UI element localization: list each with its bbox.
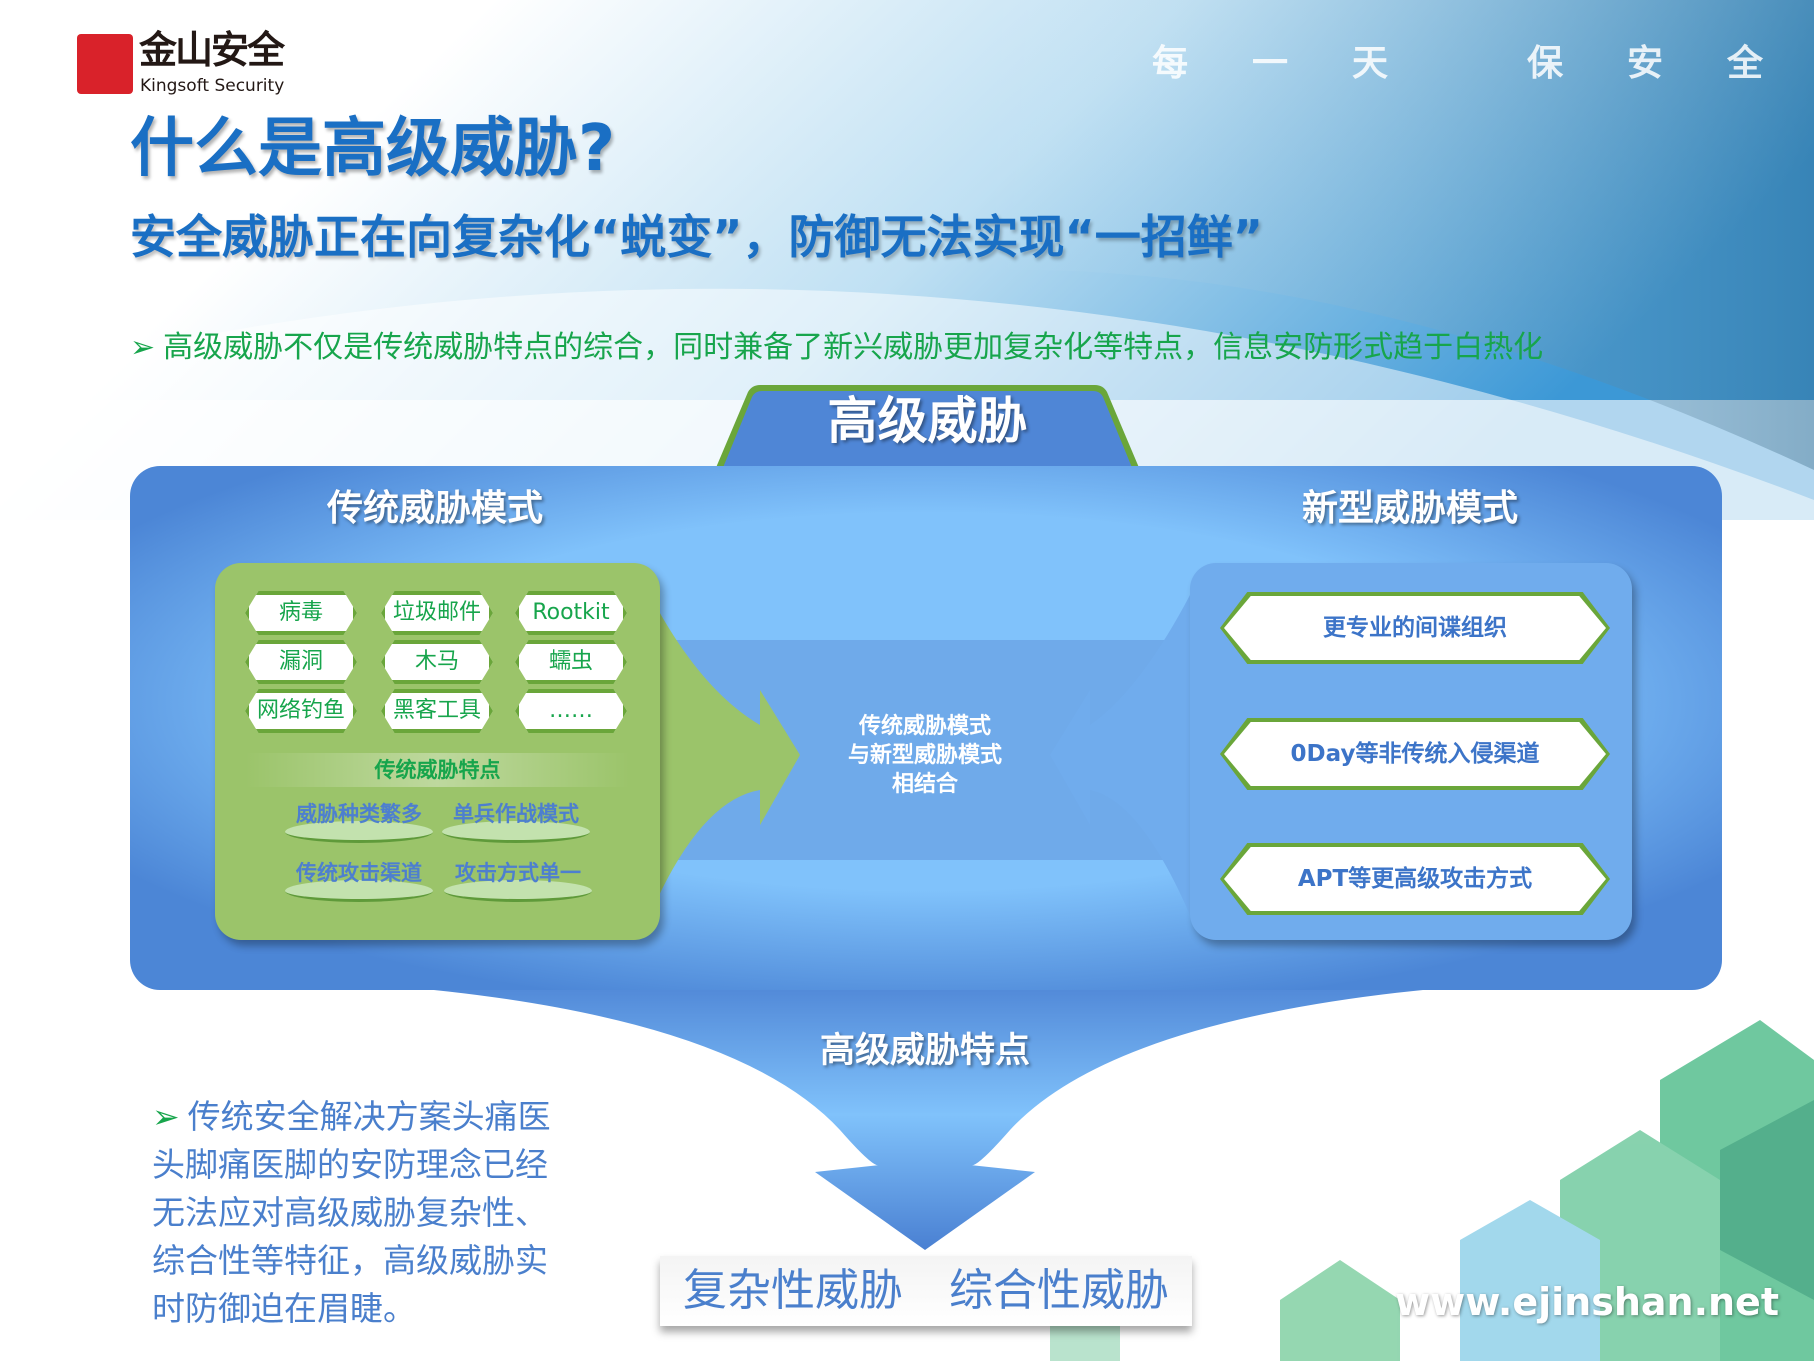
bottom-bullet: ➢传统安全解决方案头痛医头脚痛医脚的安防理念已经无法应对高级威胁复杂性、综合性等… [152, 1093, 562, 1333]
diagram-title: 高级威胁 [827, 392, 1028, 450]
slogan-char: 天 [1352, 43, 1389, 84]
feature-oval: 传统攻击渠道 [285, 860, 433, 902]
new-threat-text: 更专业的间谍组织 [1224, 596, 1606, 660]
traditional-box: 病毒 垃圾邮件 Rootkit 漏洞 木马 蠕虫 网络钓鱼 黑客工具 …… 传统… [215, 563, 660, 940]
bullet-arrow-icon: ➢ [152, 1097, 180, 1136]
feature-text: 攻击方式单一 [455, 861, 581, 885]
threat-chip: 蠕虫 [515, 640, 627, 684]
threat-chip: 病毒 [245, 591, 357, 635]
feature-oval: 单兵作战模式 [442, 801, 590, 843]
combined-line: 与新型威胁模式 [847, 743, 1002, 768]
threat-chip: Rootkit [515, 591, 627, 635]
new-threat-item: 更专业的间谍组织 [1220, 592, 1610, 664]
new-threat-text: APT等更高级攻击方式 [1224, 847, 1606, 911]
slogan-char: 保 [1527, 43, 1564, 84]
bullet-arrow-icon: ➢ [130, 330, 156, 365]
feature-text: 威胁种类繁多 [296, 802, 422, 826]
logo-k-icon [77, 34, 133, 94]
new-threat-text: 0Day等非传统入侵渠道 [1224, 722, 1606, 786]
traditional-header: 传统威胁模式 [326, 488, 543, 529]
threat-chip: 垃圾邮件 [381, 591, 493, 635]
threat-chip: …… [515, 689, 627, 733]
threat-chip: 黑客工具 [381, 689, 493, 733]
feature-oval: 攻击方式单一 [444, 860, 592, 902]
new-threat-item: 0Day等非传统入侵渠道 [1220, 718, 1610, 790]
top-bullet-text: 高级威胁不仅是传统威胁特点的综合，同时兼备了新兴威胁更加复杂化等特点，信息安防形… [163, 330, 1544, 365]
new-threat-box: 更专业的间谍组织 0Day等非传统入侵渠道 APT等更高级攻击方式 [1190, 563, 1632, 940]
logo-cn-text: 金山安全 [139, 28, 285, 72]
threat-chip: 木马 [381, 640, 493, 684]
threat-chip: 网络钓鱼 [245, 689, 357, 733]
slogan-char: 全 [1727, 43, 1764, 84]
slogan-char: 每 [1152, 43, 1189, 84]
combined-label: 传统威胁模式 与新型威胁模式 相结合 [800, 712, 1050, 799]
threat-chip: 漏洞 [245, 640, 357, 684]
result-item: 复杂性威胁 [683, 1265, 903, 1316]
website-url: www.ejinshan.net [1395, 1280, 1779, 1324]
result-box: 复杂性威胁 综合性威胁 [660, 1256, 1192, 1326]
feature-text: 传统攻击渠道 [296, 861, 422, 885]
kingsoft-logo: 金山安全 Kingsoft Security [77, 30, 317, 102]
bottom-bullet-text: 传统安全解决方案头痛医头脚痛医脚的安防理念已经无法应对高级威胁复杂性、综合性等特… [152, 1097, 551, 1328]
combined-line: 相结合 [891, 772, 958, 797]
new-threat-item: APT等更高级攻击方式 [1220, 843, 1610, 915]
new-header: 新型威胁模式 [1301, 488, 1518, 529]
page-title: 什么是高级威胁? [130, 112, 616, 186]
slogan-char: 安 [1627, 43, 1664, 84]
slogan-char: 一 [1252, 43, 1289, 84]
features-title: 传统威胁特点 [245, 753, 630, 787]
combined-line: 传统威胁模式 [858, 714, 991, 739]
logo-en-text: Kingsoft Security [140, 76, 285, 96]
top-bullet: ➢高级威胁不仅是传统威胁特点的综合，同时兼备了新兴威胁更加复杂化等特点，信息安防… [130, 330, 1543, 366]
funnel-label: 高级威胁特点 [819, 1031, 1030, 1071]
page-subtitle: 安全威胁正在向复杂化“蜕变”，防御无法实现“一招鲜” [130, 210, 1263, 264]
feature-oval: 威胁种类繁多 [285, 801, 433, 843]
result-item: 综合性威胁 [949, 1265, 1169, 1316]
feature-text: 单兵作战模式 [453, 802, 579, 826]
